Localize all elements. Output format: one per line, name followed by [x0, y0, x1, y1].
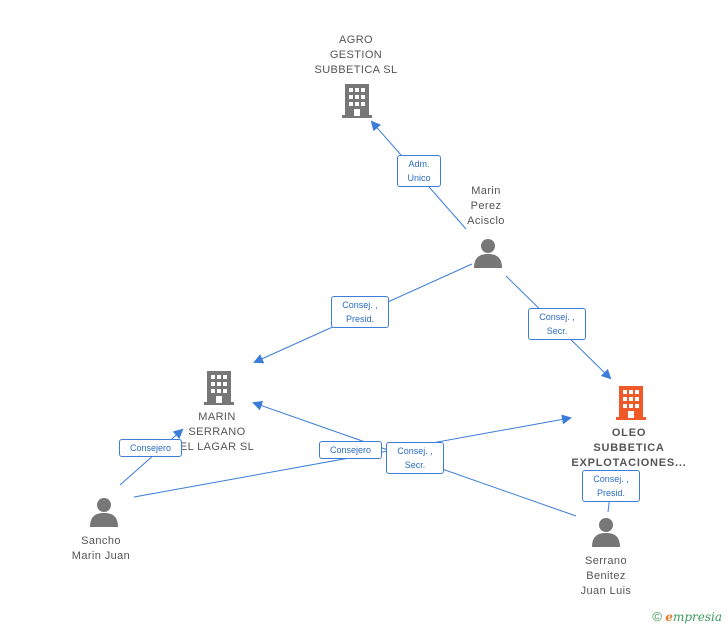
- role-line: Secr.: [404, 460, 426, 470]
- label-line: Serrano: [585, 555, 627, 567]
- node-label-agro[interactable]: AGRO GESTION SUBBETICA SL: [296, 33, 416, 78]
- role-label-adm-unico[interactable]: Adm. Unico: [397, 155, 441, 187]
- label-line: Marin Juan: [71, 550, 131, 562]
- role-line: Consejero: [329, 445, 372, 455]
- role-label-consej-secr[interactable]: Consej. , Secr.: [386, 442, 444, 474]
- role-label-consej-presid[interactable]: Consej. , Presid.: [582, 470, 640, 502]
- node-label-marin-serrano[interactable]: MARIN SERRANO EL LAGAR SL: [167, 410, 267, 455]
- copyright-icon: ©: [652, 609, 662, 624]
- role-line: Consej. ,: [397, 446, 433, 456]
- label-line: SERRANO: [188, 426, 246, 438]
- building-icon: [204, 371, 234, 405]
- role-line: Presid.: [596, 488, 625, 498]
- label-line: GESTION: [329, 49, 383, 61]
- label-line: MARIN: [198, 411, 236, 423]
- role-label-consej-presid[interactable]: Consej. , Presid.: [331, 296, 389, 328]
- role-line: Presid.: [345, 314, 374, 324]
- role-line: Unico: [407, 173, 431, 183]
- label-line: SUBBETICA SL: [314, 64, 398, 76]
- person-icon: [474, 239, 502, 268]
- label-line: SUBBETICA: [593, 442, 665, 454]
- role-line: Consejero: [129, 443, 172, 453]
- node-label-serrano[interactable]: Serrano Benitez Juan Luis: [556, 554, 656, 599]
- role-line: Consej. ,: [342, 300, 378, 310]
- brand-logo-e: e: [665, 610, 673, 624]
- label-line: Perez: [470, 200, 502, 212]
- person-icon: [90, 498, 118, 527]
- node-label-marin-perez[interactable]: Marin Perez Acisclo: [446, 184, 526, 229]
- label-line: Juan Luis: [580, 585, 632, 597]
- role-line: Consej. ,: [539, 312, 575, 322]
- person-icon: [592, 518, 620, 547]
- label-line: AGRO: [339, 34, 373, 46]
- label-line: Sancho: [81, 535, 121, 547]
- label-line: Benitez: [586, 570, 626, 582]
- label-line: OLEO: [611, 427, 647, 439]
- label-line: Marin: [471, 185, 501, 197]
- brand-name: mpresia: [672, 610, 722, 624]
- building-icon-focus: [616, 386, 646, 420]
- label-line: EL LAGAR SL: [179, 441, 255, 453]
- role-label-consej-secr[interactable]: Consej. , Secr.: [528, 308, 586, 340]
- role-line: Adm.: [408, 159, 430, 169]
- role-label-consejero[interactable]: Consejero: [119, 439, 182, 457]
- node-label-sancho[interactable]: Sancho Marin Juan: [51, 534, 151, 564]
- copyright-brand: © empresia: [652, 609, 722, 624]
- building-icon: [342, 84, 372, 118]
- role-label-consejero[interactable]: Consejero: [319, 441, 382, 459]
- role-line: Secr.: [546, 326, 568, 336]
- node-label-oleo[interactable]: OLEO SUBBETICA EXPLOTACIONES...: [556, 426, 702, 471]
- role-line: Consej. ,: [593, 474, 629, 484]
- label-line: EXPLOTACIONES...: [571, 457, 687, 469]
- label-line: Acisclo: [467, 215, 505, 227]
